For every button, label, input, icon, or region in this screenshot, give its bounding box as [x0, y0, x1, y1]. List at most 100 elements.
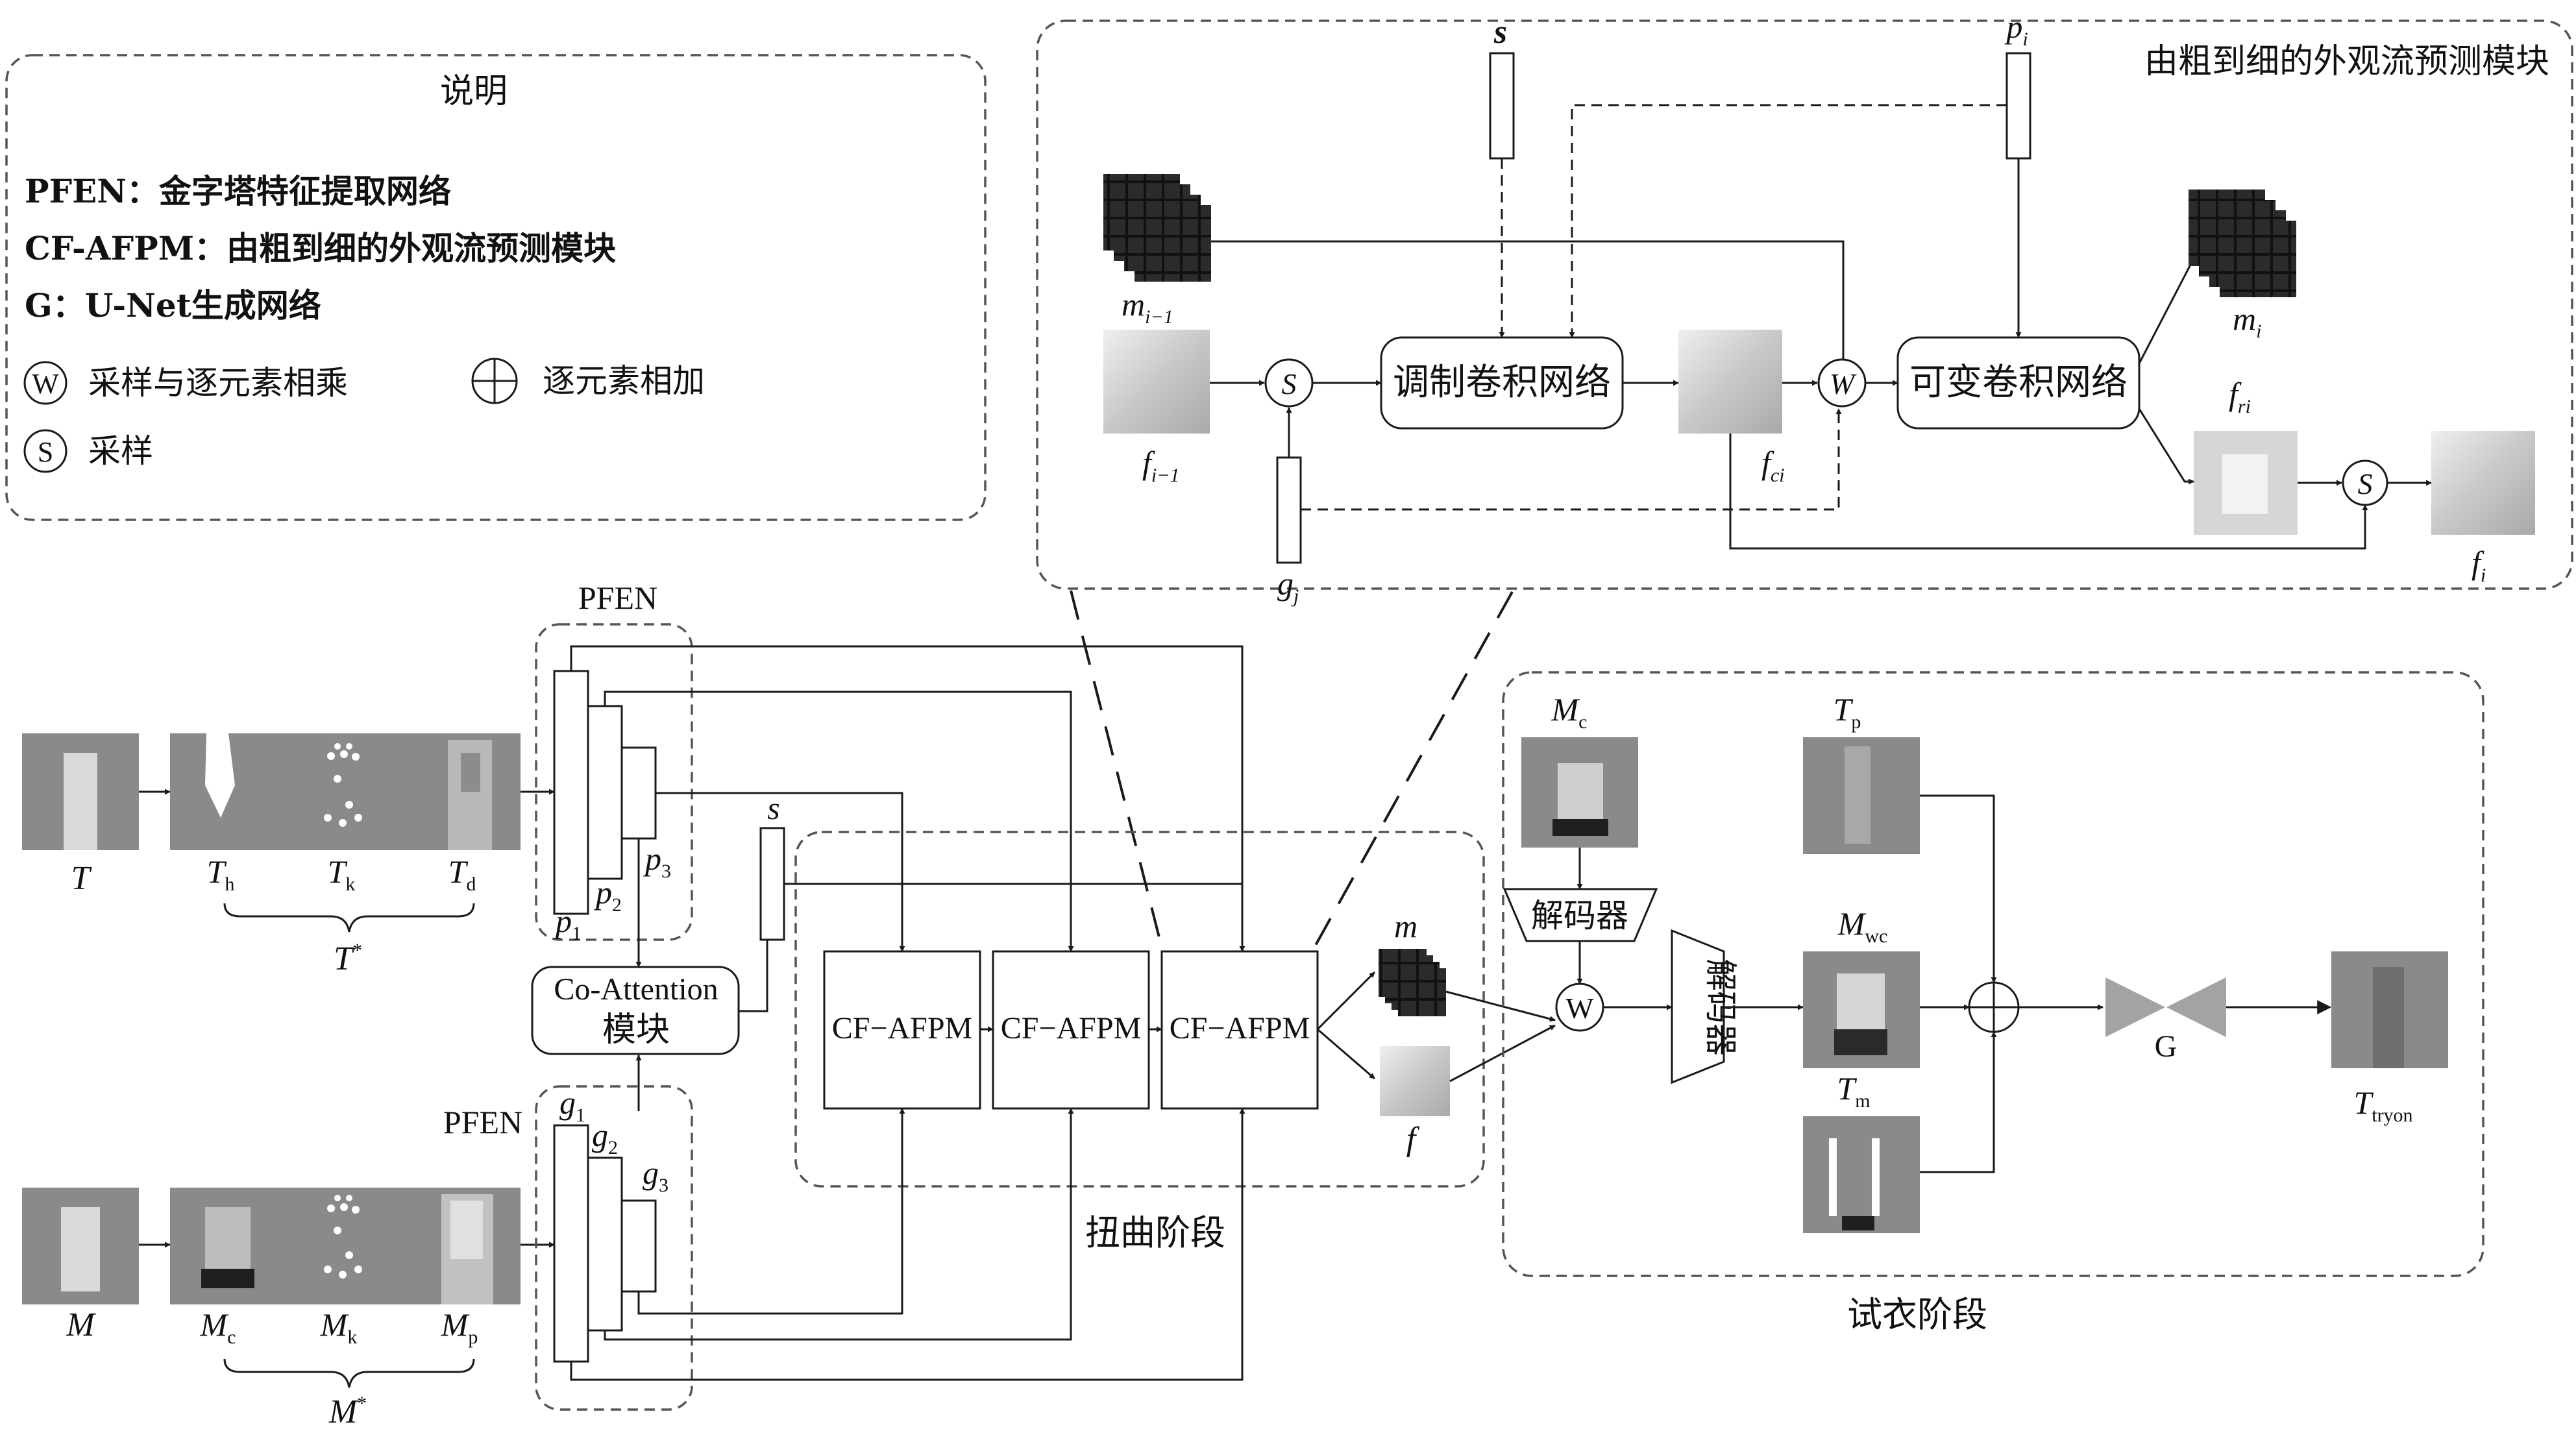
label-g2: g2	[592, 1117, 618, 1158]
svg-text:S: S	[38, 436, 53, 468]
label-f: f	[1406, 1121, 1420, 1158]
decoder-1	[1503, 888, 1658, 942]
svg-text:S: S	[1282, 367, 1297, 400]
pfen-top-label: PFEN	[578, 580, 657, 616]
tryon-stage-label: 试衣阶段	[1847, 1294, 1987, 1335]
legend-w-symbol: W	[23, 361, 67, 405]
detail-s-sampler: S	[1264, 358, 1314, 408]
detail-module: 由粗到细的外观流预测模块 s pi mi−1 fi−1 S gj	[1036, 8, 2573, 607]
svg-text:W: W	[1830, 367, 1857, 400]
warping-stage: T Th Tk Td T* PFEN p1 p2 p3	[22, 580, 1556, 1430]
cfafpm-box-2	[992, 950, 1150, 1110]
pfen-top-p1	[553, 670, 589, 915]
brace-M-star	[223, 1358, 475, 1388]
label-M-star: M*	[328, 1393, 367, 1430]
detail-m-prev-label: mi−1	[1122, 286, 1173, 328]
detail-s-label: s	[1493, 14, 1507, 51]
detail-s-vector	[1489, 52, 1515, 160]
tryon-Tm-image	[1803, 1116, 1920, 1233]
generator-g	[2105, 977, 2226, 1037]
detail-p-i-vector	[2006, 52, 2031, 160]
label-m: m	[1394, 908, 1417, 944]
pfen-bottom-g2	[587, 1156, 623, 1332]
label-p1: p1	[554, 903, 582, 944]
detail-def-conv-label: 可变卷积网络	[1909, 361, 2128, 404]
label-g3: g3	[643, 1155, 669, 1196]
detail-p-i: pi	[2004, 8, 2028, 50]
detail-w-sampler: W	[1817, 358, 1867, 408]
cfafpm-box-1	[823, 950, 981, 1110]
label-Mc: Mc	[200, 1306, 236, 1348]
legend-plus-desc: 逐元素相加	[543, 362, 705, 400]
detail-f-ri-label: fri	[2229, 376, 2251, 417]
legend-s-symbol: S	[23, 429, 67, 473]
cfafpm-label-2: CF−AFPM	[1001, 1011, 1142, 1046]
detail-f-i-label: fi	[2472, 544, 2486, 586]
zoom-line-right	[1313, 591, 1514, 948]
label-Td: Td	[448, 853, 476, 895]
detail-border	[1036, 19, 2573, 590]
legend-item-pfen: PFEN：金字塔特征提取网络	[25, 172, 451, 210]
tryon-w-sampler: W	[1555, 983, 1604, 1032]
detail-f-prev-label: fi−1	[1142, 445, 1180, 486]
decoder-1-label: 解码器	[1531, 897, 1628, 935]
detail-s-sampler-out: S	[2342, 459, 2388, 506]
label-T: T	[71, 860, 92, 897]
detail-title: 由粗到细的外观流预测模块	[2144, 42, 2549, 81]
detail-def-conv-box	[1896, 336, 2141, 430]
cfafpm-group-border	[794, 831, 1485, 1188]
zoom-line-left	[1070, 590, 1163, 948]
coattention-label-2: 模块	[602, 1010, 670, 1049]
legend-s-desc: 采样	[88, 432, 153, 470]
legend-item-g: G：U-Net生成网络	[25, 286, 321, 324]
label-T-star: T*	[334, 940, 362, 977]
cfafpm-label-3: CF−AFPM	[1170, 1011, 1310, 1046]
label-Tk: Tk	[328, 853, 356, 895]
cfafpm-label-1: CF−AFPM	[832, 1011, 973, 1046]
detail-g-j-label: gj	[1277, 565, 1299, 607]
tryon-border	[1502, 671, 2484, 1277]
label-tryon-Mc: Mc	[1551, 691, 1588, 733]
svg-text:W: W	[1565, 992, 1594, 1025]
detail-f-prev-image	[1103, 330, 1210, 434]
pfen-top-p2	[587, 705, 623, 880]
coattention-label-1: Co-Attention	[554, 972, 718, 1007]
detail-mod-conv-label: 调制卷积网络	[1393, 361, 1611, 404]
detail-f-i-image	[2431, 431, 2535, 535]
legend-border	[5, 54, 987, 521]
label-Mwc: Mwc	[1837, 905, 1888, 947]
pfen-bottom-g1	[553, 1124, 589, 1363]
label-Mp: Mp	[441, 1306, 478, 1348]
f-image	[1380, 1046, 1450, 1116]
label-Tp: Tp	[1834, 691, 1861, 733]
label-g1: g1	[559, 1084, 585, 1126]
detail-g-j-vector	[1276, 456, 1302, 564]
label-s: s	[767, 790, 779, 826]
legend-title: 说明	[440, 72, 508, 111]
decoder-2	[1671, 929, 1725, 1084]
label-M: M	[66, 1306, 96, 1343]
svg-text:W: W	[32, 368, 59, 400]
m-stack	[1379, 949, 1446, 1016]
generator-label: G	[2155, 1029, 2177, 1064]
legend-plus-symbol	[471, 358, 518, 404]
pfen-bottom-label: PFEN	[443, 1104, 522, 1140]
label-p3: p3	[643, 840, 671, 882]
detail-m-prev-stack	[1103, 174, 1211, 282]
pfen-top-border	[535, 623, 693, 941]
tryon-plus	[1968, 981, 2020, 1033]
label-Ttryon: Ttryon	[2353, 1084, 2412, 1126]
label-Tm: Tm	[1837, 1070, 1870, 1112]
legend-item-cfafpm: CF-AFPM：由粗到细的外观流预测模块	[25, 229, 616, 267]
warping-stage-label: 扭曲阶段	[1085, 1212, 1225, 1253]
pfen-bottom-g3	[620, 1199, 657, 1293]
label-Mk: Mk	[320, 1306, 358, 1348]
detail-m-i-stack	[2189, 190, 2296, 297]
svg-text:S: S	[2358, 467, 2373, 500]
pfen-top-p3	[620, 746, 657, 840]
detail-f-ci-label: fci	[1761, 445, 1785, 486]
brace-T-star	[223, 903, 475, 933]
legend-w-desc: 采样与逐元素相乘	[88, 364, 348, 402]
legend-panel: 说明 PFEN：金字塔特征提取网络 CF-AFPM：由粗到细的外观流预测模块 G…	[5, 54, 987, 521]
